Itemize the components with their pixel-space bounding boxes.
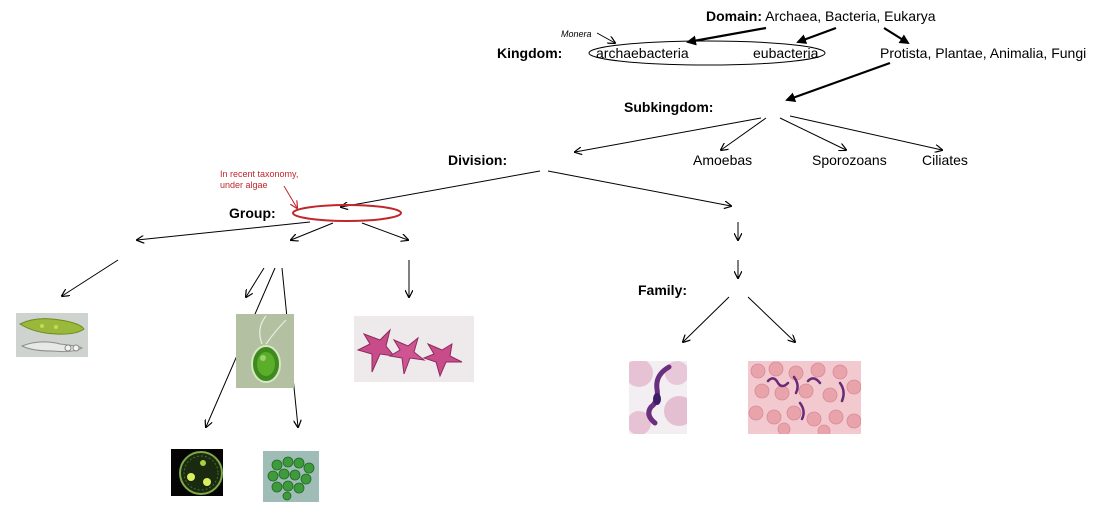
subkingdom-arrows bbox=[575, 115, 942, 152]
blood-smear-image bbox=[748, 361, 861, 434]
group-label: Group: bbox=[229, 205, 276, 221]
green-colony-image bbox=[263, 451, 319, 502]
protista-arrow bbox=[785, 61, 891, 103]
monera-ellipse bbox=[588, 40, 826, 66]
domain-line: Domain: Archaea, Bacteria, Eukarya bbox=[706, 8, 936, 24]
division-arrows bbox=[341, 170, 731, 207]
sporozoans-label: Sporozoans bbox=[812, 152, 887, 168]
kingdom-label: Kingdom: bbox=[497, 45, 563, 61]
domain-value: Archaea, Bacteria, Eukarya bbox=[765, 8, 936, 24]
note-arrow bbox=[283, 185, 297, 208]
chlamydomonas-image bbox=[236, 314, 294, 388]
other-kingdoms-label: Protista, Plantae, Animalia, Fungi bbox=[880, 45, 1087, 61]
monera-arrow bbox=[596, 32, 615, 43]
monera-label: Monera bbox=[561, 29, 592, 39]
dinoflagellate-image bbox=[354, 316, 474, 382]
family-label: Family: bbox=[638, 282, 688, 298]
group-ellipse bbox=[292, 204, 402, 222]
trypanosome-closeup-image bbox=[629, 361, 687, 434]
euglena-image bbox=[16, 313, 88, 357]
domain-label: Domain: bbox=[706, 8, 762, 24]
ciliates-label: Ciliates bbox=[922, 152, 968, 168]
group-arrows bbox=[137, 221, 408, 240]
amoebas-label: Amoebas bbox=[693, 152, 753, 168]
division-label: Division: bbox=[448, 152, 508, 168]
archaebacteria-label: archaebacteria bbox=[596, 45, 689, 61]
subkingdom-label: Subkingdom: bbox=[624, 99, 714, 115]
right-chain-arrows bbox=[683, 222, 795, 342]
domain-arrows bbox=[686, 26, 910, 46]
taxonomy-note: In recent taxonomy, under algae bbox=[220, 169, 299, 190]
eubacteria-label: eubacteria bbox=[753, 45, 819, 61]
volvox-image bbox=[171, 449, 223, 496]
